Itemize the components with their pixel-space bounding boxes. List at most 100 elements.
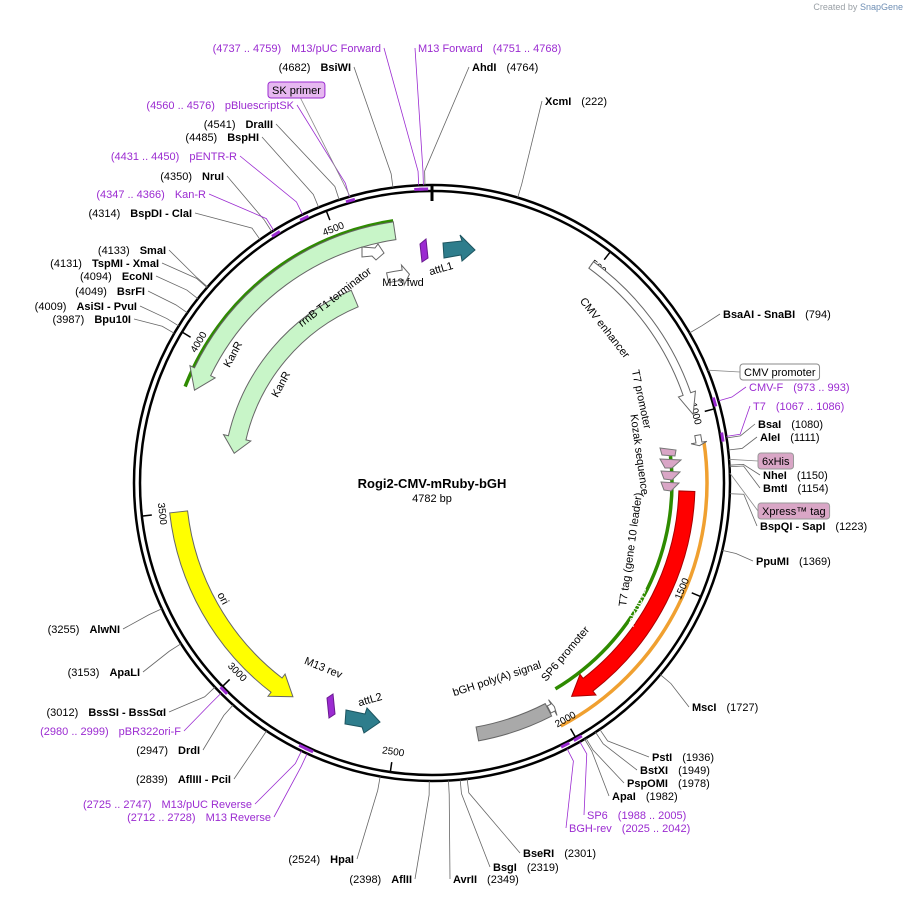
enzyme-label[interactable]: (2947)DrdI (136, 745, 200, 757)
label-part: (1727) (726, 702, 758, 714)
enzyme-label[interactable]: BsaAI - SnaBI(794) (723, 309, 831, 321)
enzyme-label[interactable]: BstXI(1949) (640, 765, 710, 777)
enzyme-label[interactable]: (4094)EcoNI (80, 271, 153, 283)
label-part: AflIII - PciI (178, 774, 231, 786)
enzyme-label[interactable]: (2398)AflII (349, 874, 412, 886)
enzyme-label[interactable]: (4133)SmaI (98, 245, 166, 257)
enzyme-leader (595, 731, 638, 771)
boxed-feature-label[interactable]: 6xHis (757, 452, 795, 470)
label-part: AflII (391, 874, 412, 886)
enzyme-label[interactable]: (2839) AflIII - PciI (136, 774, 231, 786)
primer-label[interactable]: (2980 .. 2999)pBR322ori-F (40, 726, 181, 738)
enzyme-label[interactable]: BspQI - SapI(1223) (760, 521, 867, 533)
enzyme-label[interactable]: (3987)Bpu10I (53, 314, 131, 326)
label-part: (1949) (678, 765, 710, 777)
feature-arrow[interactable] (169, 510, 294, 698)
primer-label[interactable]: (2725 .. 2747)M13/pUC Reverse (83, 799, 252, 811)
tick-label: 2500 (381, 745, 405, 759)
enzyme-leader (466, 778, 521, 854)
label-part: (4560 .. 4576) (146, 100, 215, 112)
label-part: pENTR-R (189, 151, 237, 163)
enzyme-label[interactable]: (4049)BsrFI (75, 286, 145, 298)
label-part: XcmI (545, 96, 571, 108)
feature-arrow[interactable] (570, 490, 696, 697)
feature-bands (183, 219, 709, 728)
label-part: BssSI - BssSαI (88, 707, 166, 719)
tick-mark (325, 210, 331, 221)
primer-label[interactable]: (4560 .. 4576)pBluescriptSK (146, 100, 294, 112)
enzyme-label[interactable]: AleI(1111) (760, 432, 820, 444)
primer-leader (208, 193, 275, 231)
primer-site-mark (271, 230, 281, 238)
enzyme-label[interactable]: ApaI(1982) (612, 791, 678, 803)
feature-arrow[interactable] (690, 434, 708, 447)
enzyme-label[interactable]: XcmI(222) (545, 96, 607, 108)
primer-label[interactable]: (4737 .. 4759)M13/pUC Forward (213, 43, 381, 55)
primer-leader (579, 741, 588, 816)
enzyme-label[interactable]: AhdI(4764) (472, 62, 538, 74)
enzyme-label[interactable]: (4485)BspHI (185, 132, 259, 144)
primer-label[interactable]: (4431 .. 4450)pENTR-R (111, 151, 237, 163)
boxed-feature-label[interactable]: SK primer (267, 81, 326, 99)
enzyme-label[interactable]: BsaI(1080) (758, 419, 823, 431)
primer-leader (296, 104, 350, 197)
label-part: AvrII (453, 874, 477, 886)
enzyme-leader (142, 643, 182, 673)
enzyme-label[interactable]: BsgI(2319) (493, 862, 559, 874)
label-part: (2839) (136, 774, 168, 786)
label-part: (3987) (53, 314, 85, 326)
label-part: TspMI - XmaI (92, 258, 159, 270)
primer-label[interactable]: CMV-F(973 .. 993) (749, 382, 850, 394)
enzyme-label[interactable]: PstI(1936) (652, 752, 714, 764)
enzyme-label[interactable]: (4314)BspDI - ClaI (88, 208, 192, 220)
small-features (326, 234, 683, 734)
label-part: (4347 .. 4366) (96, 189, 165, 201)
feature-arrow[interactable] (546, 699, 558, 716)
label-part: AsiSI - PvuI (76, 301, 137, 313)
boxed-feature-label[interactable]: CMV promoter (739, 363, 821, 381)
label-part: (4737 .. 4759) (213, 43, 282, 55)
label-part: (2524) (288, 854, 320, 866)
primer-label[interactable]: (2712 .. 2728)M13 Reverse (127, 812, 271, 824)
enzyme-label[interactable]: AvrII(2349) (453, 874, 519, 886)
label-part: (794) (805, 309, 831, 321)
label-part: (4350) (160, 171, 192, 183)
boxed-label-text: SK primer (272, 85, 321, 97)
enzyme-label[interactable]: PpuMI(1369) (756, 556, 831, 568)
enzyme-label[interactable]: (2524)HpaI (288, 854, 354, 866)
label-part: pBR322ori-F (119, 726, 182, 738)
label-part: BsgI (493, 862, 517, 874)
enzyme-label[interactable]: (4131)TspMI - XmaI (50, 258, 159, 270)
enzyme-label[interactable]: (4682)BsiWI (279, 62, 351, 74)
primer-label[interactable]: SP6(1988 .. 2005) (587, 810, 686, 822)
boxed-label-frame (267, 81, 326, 99)
feature-arrow[interactable] (222, 289, 359, 455)
primer-label[interactable]: BGH-rev(2025 .. 2042) (569, 823, 690, 835)
enzyme-label[interactable]: MscI(1727) (692, 702, 758, 714)
enzyme-label[interactable]: PspOMI(1978) (627, 778, 710, 790)
feature-arrow[interactable] (189, 221, 397, 391)
primer-label[interactable]: M13 Forward(4751 .. 4768) (418, 43, 561, 55)
enzyme-label[interactable]: (3153)ApaLI (68, 667, 140, 679)
enzyme-leader (722, 549, 754, 562)
enzyme-label[interactable]: (4541)DraIII (204, 119, 273, 131)
label-part: PspOMI (627, 778, 668, 790)
feature-arrow[interactable] (475, 702, 553, 742)
primer-site-mark (573, 734, 583, 742)
feature-arrow[interactable] (588, 261, 696, 416)
label-part: DrdI (178, 745, 200, 757)
enzyme-label[interactable]: (4350)NruI (160, 171, 224, 183)
features (169, 221, 708, 742)
credit-brand: SnapGene (859, 2, 903, 12)
primer-label[interactable]: (4347 .. 4366)Kan-R (96, 189, 206, 201)
enzyme-label[interactable]: (3255)AlwNI (48, 624, 120, 636)
label-part: (3153) (68, 667, 100, 679)
enzyme-label[interactable]: BmtI(1154) (763, 483, 828, 495)
enzyme-label[interactable]: NheI(1150) (763, 470, 828, 482)
boxed-feature-label[interactable]: Xpress™ tag (757, 502, 831, 520)
enzyme-label[interactable]: (4009)AsiSI - PvuI (35, 301, 137, 313)
enzyme-label[interactable]: BseRI(2301) (523, 848, 596, 860)
primer-label[interactable]: T7(1067 .. 1086) (753, 401, 844, 413)
enzyme-label[interactable]: (3012)BssSI - BssSαI (47, 707, 166, 719)
feature-arrow[interactable] (385, 263, 411, 287)
